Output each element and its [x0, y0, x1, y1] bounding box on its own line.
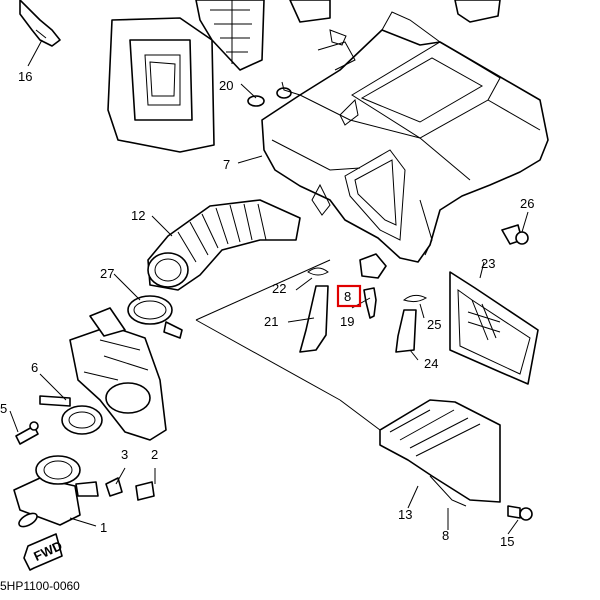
upper-right-part [289, 0, 501, 23]
callout-8: 8 [442, 528, 449, 543]
part-26-bolt [501, 224, 529, 245]
callout-3: 3 [121, 447, 128, 462]
callout-5: 5 [0, 401, 7, 416]
part-7-air-filter-case [261, 11, 549, 263]
callout-labels: 16 20 7 12 27 6 5 26 23 22 21 8 19 25 24… [0, 69, 534, 549]
part-2-cap [135, 481, 155, 501]
callout-2: 2 [151, 447, 158, 462]
callout-8-highlighted: 8 [344, 289, 351, 304]
boundary-lines [195, 259, 381, 431]
carburetor [39, 307, 167, 441]
part-3-clip [105, 477, 123, 497]
part-24-drain-tube [395, 309, 417, 353]
callout-13: 13 [398, 507, 412, 522]
callout-26: 26 [520, 196, 534, 211]
callout-19: 19 [340, 314, 354, 329]
callout-25: 25 [427, 317, 441, 332]
callout-23: 23 [481, 256, 495, 271]
diagram-code: 5HP1100-0060 [0, 579, 80, 593]
callout-24: 24 [424, 356, 438, 371]
part-27-clamp [127, 295, 183, 339]
upper-bracket [195, 0, 265, 71]
callout-12: 12 [131, 208, 145, 223]
callout-1: 1 [100, 520, 107, 535]
part-25-clip [402, 294, 428, 303]
part-5-screw [15, 421, 39, 445]
callout-22: 22 [272, 281, 286, 296]
part-12-joint-hose [147, 199, 301, 291]
part-23-filter-element [449, 271, 539, 385]
part-21-drain-tube [299, 285, 329, 353]
callout-6: 6 [31, 360, 38, 375]
part-19-bolt [363, 287, 377, 319]
part-22-clip [307, 267, 329, 276]
leader-lines [9, 39, 529, 535]
callout-16: 16 [18, 69, 32, 84]
part-15-screw [507, 505, 533, 521]
part-13-duct-cover [379, 399, 501, 507]
part-16-clip [19, 0, 61, 47]
highlight-box [336, 284, 362, 308]
air-duct-boot [107, 17, 215, 153]
callout-21: 21 [264, 314, 278, 329]
part-8-fitting [359, 253, 387, 279]
fwd-arrow: FWD [23, 533, 64, 571]
callout-7: 7 [223, 157, 230, 172]
callout-15: 15 [500, 534, 514, 549]
callout-27: 27 [100, 266, 114, 281]
part-1-intake-manifold [13, 455, 99, 528]
callout-20: 20 [219, 78, 233, 93]
